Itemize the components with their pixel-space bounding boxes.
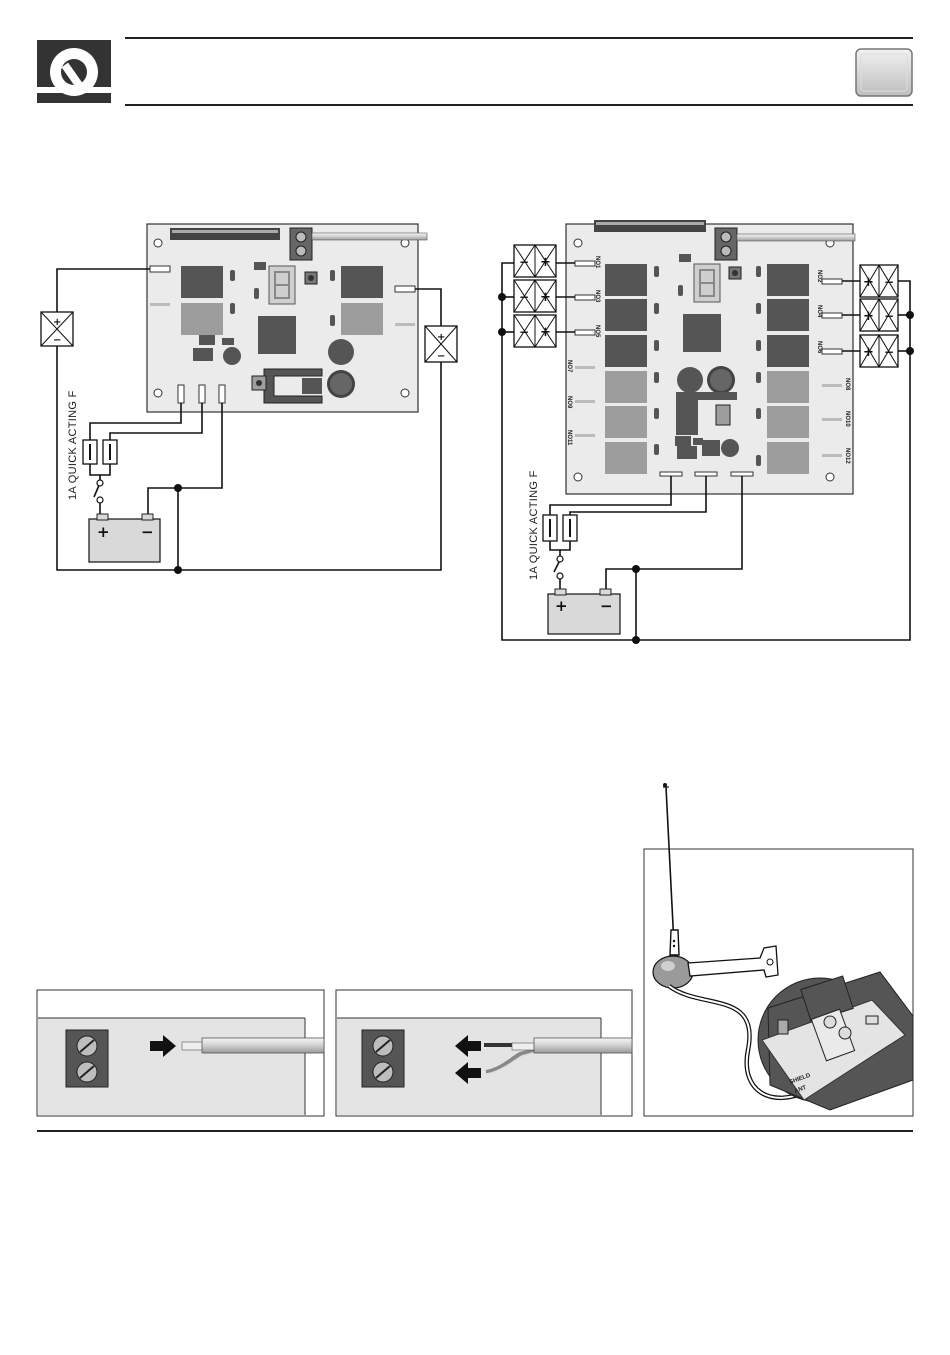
load-terminal-right: + − (860, 265, 898, 297)
svg-text:+: + (540, 255, 551, 270)
relay (605, 299, 647, 331)
relay (181, 266, 223, 298)
svg-text:+: + (540, 290, 551, 305)
chip (258, 316, 296, 354)
load-terminal-right: + − (860, 299, 898, 331)
load-terminal-left: − + (514, 280, 556, 312)
page-badge (856, 49, 912, 96)
svg-text:+: + (53, 317, 61, 328)
svg-text:+: + (437, 332, 445, 343)
output-label: NO6 (816, 341, 822, 354)
svg-text:−: − (884, 345, 894, 359)
svg-text:+: + (863, 309, 874, 324)
relay (767, 442, 809, 474)
fuse-label: 1A QUICK ACTING F (67, 390, 79, 500)
output-label: NO11 (566, 430, 572, 446)
left-wiring-diagram: 1A QUICK ACTING F + − + − + − (41, 224, 457, 574)
svg-text:−: − (519, 290, 529, 304)
output-label: NO1 (594, 256, 600, 269)
output-label: NO5 (594, 325, 600, 338)
terminal-block (362, 1030, 404, 1087)
battery-minus-label: − (141, 523, 154, 541)
right-wiring-diagram: NO1 NO3 NO5 NO7 NO9 NO11 NO2 NO4 NO6 NO8… (498, 220, 914, 644)
load-terminal-left: − + (514, 315, 556, 347)
header (37, 38, 913, 105)
output-label: NO2 (816, 270, 822, 283)
svg-text:−: − (437, 351, 445, 362)
output-label: NO4 (816, 305, 822, 318)
battery: + − (548, 589, 620, 634)
output-label: NO7 (566, 360, 572, 373)
svg-text:+: + (540, 325, 551, 340)
antenna-base (653, 956, 693, 988)
fuse (83, 440, 117, 464)
relay (605, 442, 647, 474)
wiring-step-remove (336, 990, 632, 1116)
fuse-label: 1A QUICK ACTING F (528, 470, 540, 580)
relay (767, 406, 809, 438)
relay (767, 264, 809, 296)
output-label: NO9 (566, 396, 572, 409)
svg-text:−: − (519, 255, 529, 269)
logo (37, 40, 111, 103)
svg-text:−: − (53, 335, 61, 346)
wiring-step-insert (37, 990, 324, 1116)
output-label: NO3 (594, 290, 600, 303)
load-left: + − (41, 312, 73, 346)
svg-text:+: + (863, 345, 874, 360)
svg-text:−: − (519, 325, 529, 339)
relay (605, 371, 647, 403)
relay (181, 303, 223, 335)
relay (605, 406, 647, 438)
relay (341, 266, 383, 298)
battery: + − (89, 514, 160, 562)
fuse (543, 515, 577, 541)
antenna-detail: SHIELD ANT (644, 783, 913, 1116)
terminal-block (66, 1030, 108, 1087)
svg-text:+: + (863, 275, 874, 290)
relay (767, 335, 809, 367)
battery-plus-label: + (97, 523, 110, 541)
output-label: NO8 (844, 378, 850, 391)
output-label: NO10 (844, 411, 850, 427)
relay (341, 303, 383, 335)
load-terminal-left: − + (514, 245, 556, 277)
chip (683, 314, 721, 352)
svg-text:−: − (884, 275, 894, 289)
output-label: NO12 (844, 448, 850, 464)
relay (767, 299, 809, 331)
svg-text:−: − (884, 309, 894, 323)
relay (605, 335, 647, 367)
load-right: + − (425, 326, 457, 362)
battery-plus-label: + (555, 597, 568, 615)
relay (767, 371, 809, 403)
battery-minus-label: − (600, 597, 613, 615)
relay (605, 264, 647, 296)
load-terminal-right: + − (860, 335, 898, 367)
